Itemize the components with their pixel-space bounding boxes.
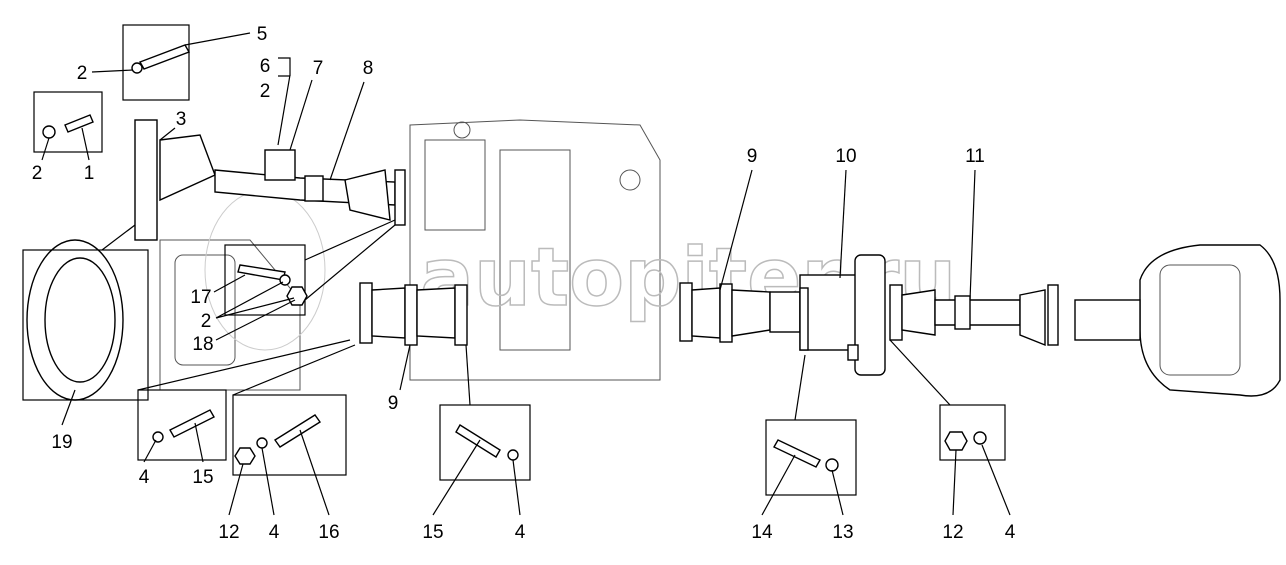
callout-16: 16: [318, 522, 339, 543]
callout-2: 2: [260, 81, 271, 102]
callout-4: 4: [139, 467, 150, 488]
flange-19: [26, 239, 124, 401]
callout-4: 4: [269, 522, 280, 543]
leader-lines: [41, 32, 1011, 516]
callout-7: 7: [313, 58, 324, 79]
gearbox-outline: [159, 119, 661, 391]
callout-15: 15: [422, 522, 443, 543]
callout-2: 2: [77, 63, 88, 84]
callout-14: 14: [751, 522, 773, 543]
callout-10: 10: [835, 146, 856, 167]
callout-13: 13: [832, 522, 853, 543]
cardan-shaft-9-rear: [679, 282, 801, 343]
callout-labels: 5 2 6 2 7 8 3 2 1 9 10 11 17 2 18 9 19 4…: [32, 24, 1016, 543]
callout-9: 9: [747, 146, 758, 167]
callout-11: 11: [965, 146, 985, 167]
callout-18: 18: [192, 334, 213, 355]
callout-15: 15: [192, 467, 213, 488]
cardan-shaft-8: [134, 119, 406, 241]
callout-2: 2: [201, 311, 212, 332]
callout-12: 12: [218, 522, 239, 543]
callout-5: 5: [257, 24, 268, 45]
fastener-insets: [22, 24, 1006, 496]
rear-axle-outline: [1074, 244, 1281, 397]
callout-2: 2: [32, 163, 43, 184]
cardan-shaft-9-front: [359, 282, 468, 346]
callout-12: 12: [942, 522, 963, 543]
cardan-shaft-11: [889, 284, 1059, 347]
callout-8: 8: [363, 58, 374, 79]
callout-4: 4: [1005, 522, 1016, 543]
intermediate-support-10: [799, 254, 886, 376]
callout-6: 6: [260, 56, 271, 77]
callout-17: 17: [190, 287, 211, 308]
callout-3: 3: [176, 109, 187, 130]
callout-9: 9: [388, 393, 399, 414]
callout-19: 19: [51, 432, 72, 453]
callout-4: 4: [515, 522, 526, 543]
callout-1: 1: [84, 163, 95, 184]
